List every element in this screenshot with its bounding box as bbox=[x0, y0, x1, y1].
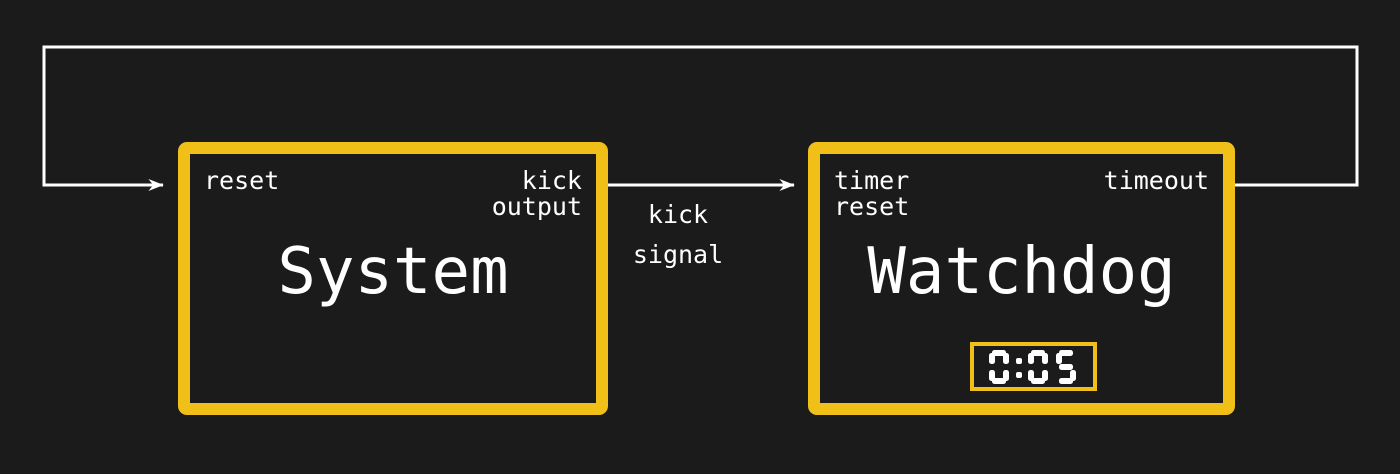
system-block-title: System bbox=[277, 235, 509, 309]
kick-signal-label: kick bbox=[608, 150, 748, 280]
timeout-feedback-wire bbox=[42, 45, 1359, 191]
block-system[interactable]: reset kick output System bbox=[178, 142, 608, 415]
kick-signal-label-top: kick bbox=[647, 200, 709, 229]
seven-segment-digits bbox=[989, 349, 1076, 384]
kick-signal-label-bottom-wrap: signal bbox=[608, 190, 748, 320]
kick-signal-label-bottom: signal bbox=[632, 240, 724, 269]
system-reset-port-label: reset bbox=[204, 166, 280, 195]
block-watchdog[interactable]: timer reset timeout Watchdog bbox=[808, 142, 1235, 415]
system-kick-output-port-label: kick output bbox=[491, 166, 582, 221]
watchdog-timer-display bbox=[970, 342, 1097, 391]
watchdog-timer-reset-port-label: timer reset bbox=[834, 166, 910, 221]
watchdog-block-title: Watchdog bbox=[867, 235, 1176, 309]
watchdog-timeout-port-label: timeout bbox=[1103, 166, 1209, 195]
